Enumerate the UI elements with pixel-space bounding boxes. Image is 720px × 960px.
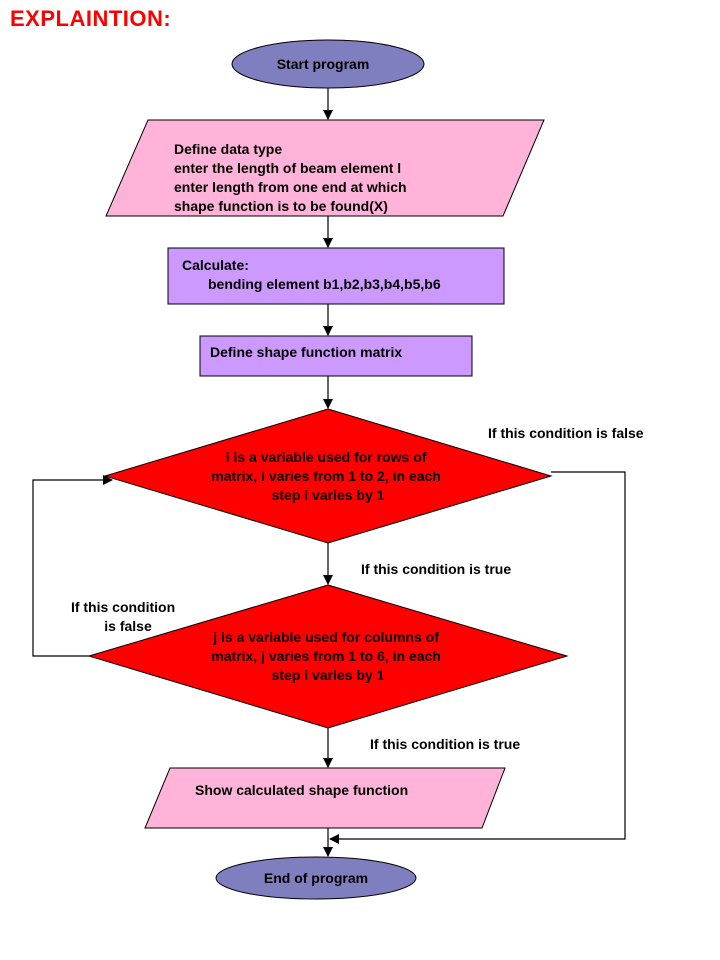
connectors (32, 88, 626, 857)
decision-j-line: matrix, j varies from 1 to 6, in each (211, 648, 441, 664)
edge-label-j-false-line: If this condition (71, 599, 175, 615)
input-line: enter length from one end at which (174, 179, 407, 195)
decision-i: i is a variable used for rows of matrix,… (103, 408, 553, 544)
define-matrix-process: Define shape function matrix (199, 335, 473, 377)
calculate-line: Calculate: (182, 257, 249, 273)
input-line: shape function is to be found(X) (174, 198, 388, 214)
page-title: EXPLAINTION: (10, 6, 172, 31)
decision-j-line: step i varies by 1 (272, 667, 385, 683)
decision-i-line: matrix, i varies from 1 to 2, in each (211, 468, 441, 484)
start-terminator: Start program (231, 39, 425, 89)
define-matrix-label: Define shape function matrix (210, 344, 402, 360)
decision-j-line: j is a variable used for columns of (212, 629, 439, 645)
input-text: Define data type enter the length of bea… (174, 141, 410, 214)
edge-label-j-false: If this condition is false (71, 599, 179, 634)
edge-label-i-false: If this condition is false (488, 425, 644, 441)
input-line: Define data type (174, 141, 282, 157)
decision-j-text: j is a variable used for columns of matr… (211, 629, 444, 683)
decision-i-line: i is a variable used for rows of (226, 449, 427, 465)
edge-label-j-true: If this condition is true (370, 736, 520, 752)
calculate-text: Calculate: bending element b1,b2,b3,b4,b… (182, 257, 441, 292)
decision-i-text: i is a variable used for rows of matrix,… (211, 449, 444, 503)
decision-j: j is a variable used for columns of matr… (87, 584, 569, 729)
output-label: Show calculated shape function (195, 782, 408, 798)
calculate-line: bending element b1,b2,b3,b4,b5,b6 (208, 276, 441, 292)
decision-i-line: step i varies by 1 (272, 487, 385, 503)
input-line: enter the length of beam element l (174, 160, 401, 176)
calculate-process: Calculate: bending element b1,b2,b3,b4,b… (167, 247, 505, 305)
edge-decision-j-false-loop (32, 475, 113, 657)
end-terminator: End of program (215, 856, 417, 900)
start-label: Start program (277, 56, 370, 72)
edge-decision-i-false (329, 471, 626, 844)
input-parallelogram: Define data type enter the length of bea… (105, 119, 545, 217)
end-label: End of program (264, 870, 368, 886)
output-parallelogram: Show calculated shape function (144, 767, 506, 829)
edge-label-j-false-line: is false (104, 618, 152, 634)
edge-label-i-true: If this condition is true (361, 561, 511, 577)
